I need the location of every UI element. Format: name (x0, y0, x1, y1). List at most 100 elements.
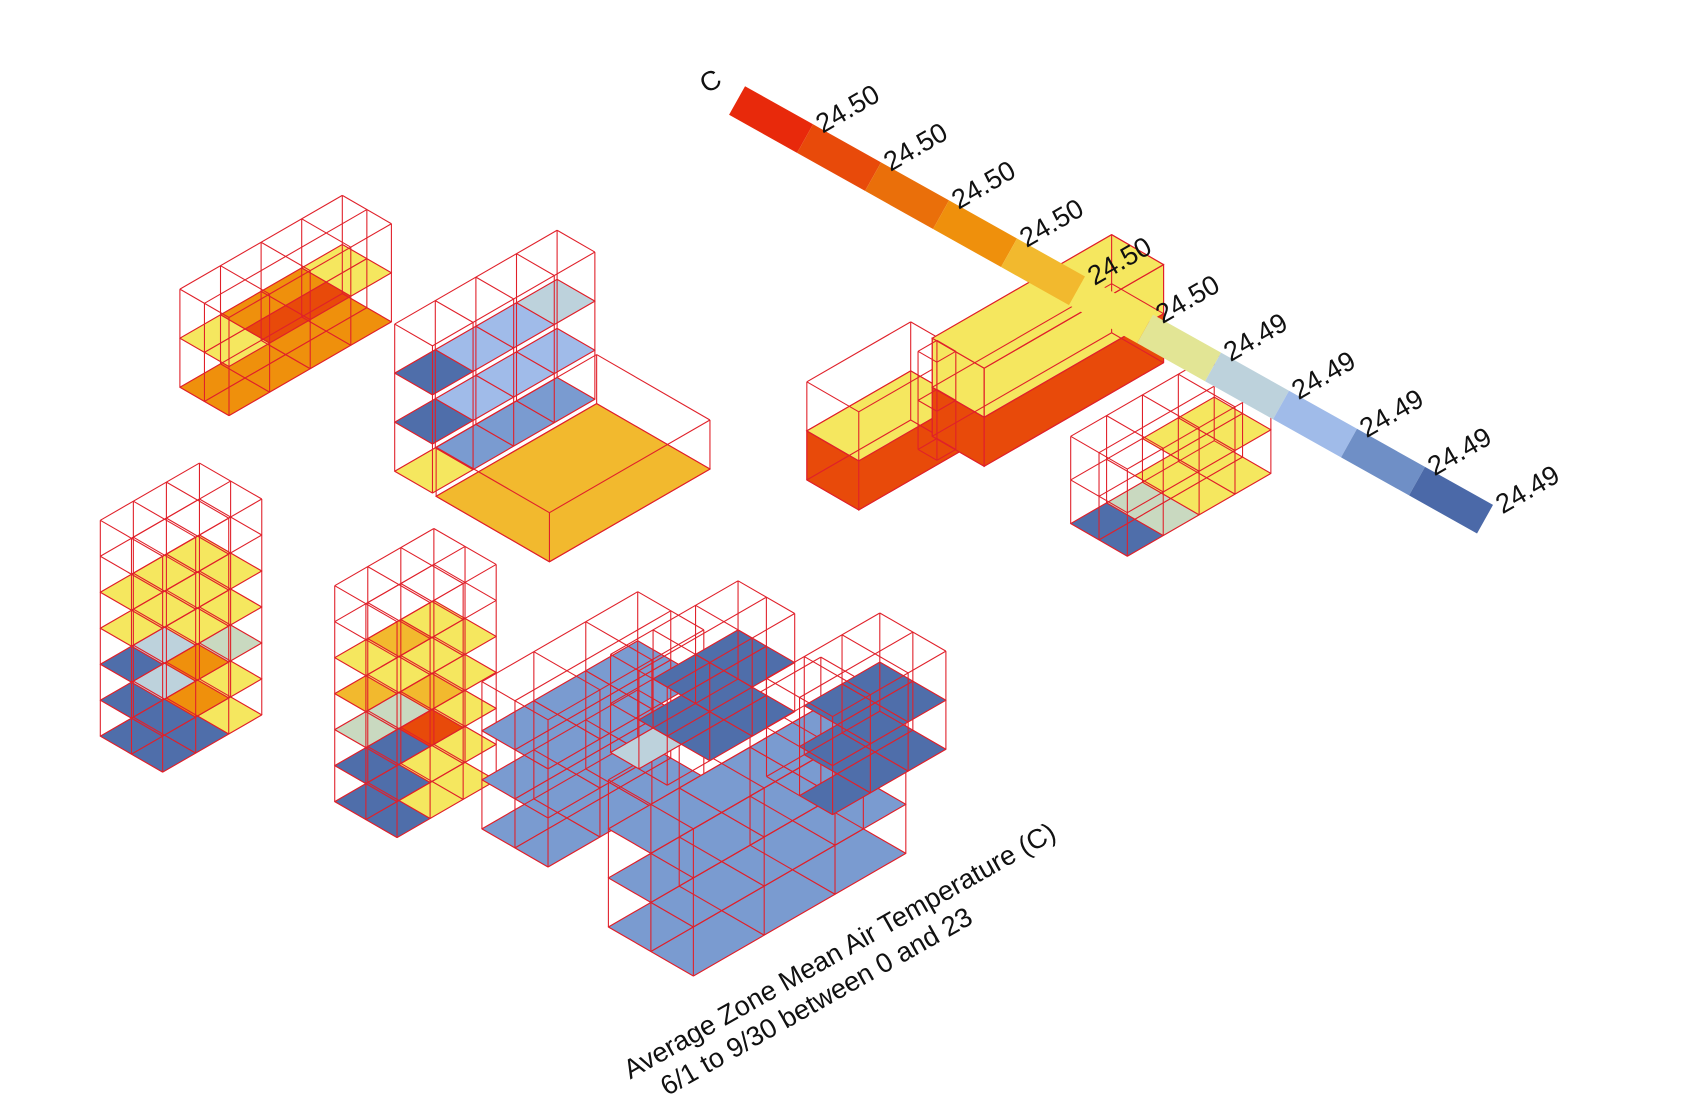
wireframe-edge (162, 678, 263, 737)
wireframe-edge (1111, 332, 1164, 364)
wireframe-edge (766, 661, 881, 728)
legend-unit: C (694, 62, 727, 99)
wireframe-edge (396, 671, 497, 731)
wireframe-edge (549, 419, 711, 514)
wireframe-edge (806, 370, 911, 432)
wireframe (435, 354, 711, 563)
wireframe-edge (516, 302, 555, 326)
wireframe-edge (1142, 481, 1200, 516)
legend-label: 24.50 (810, 78, 885, 139)
legend-label: 24.50 (1014, 192, 1089, 253)
wireframe-edge (610, 580, 739, 655)
wireframe-edge (166, 481, 229, 519)
wireframe-edge (396, 635, 497, 695)
wireframe-edge (475, 276, 514, 300)
wireframe-edge (1142, 438, 1200, 472)
wireframe-edge (556, 278, 596, 302)
wireframe-edge (983, 264, 1164, 369)
wireframe-edge (549, 468, 711, 563)
wireframe-edge (394, 323, 433, 347)
legend-swatch (1409, 466, 1494, 534)
wireframe-edge (133, 500, 196, 538)
wireframe-edge (917, 448, 938, 461)
wireframe-edge (936, 438, 957, 450)
wireframe-edge (806, 381, 860, 413)
wireframe-edge (806, 321, 911, 383)
legend-swatch (1273, 390, 1358, 458)
wireframe-edge (596, 354, 711, 421)
legend-swatch (1001, 238, 1086, 306)
wireframe-edge (766, 612, 881, 679)
building (765, 612, 947, 816)
wireframe-edge (803, 656, 871, 696)
wireframe-edge (533, 700, 601, 740)
wireframe-edge (396, 779, 497, 839)
wireframe-edge (585, 621, 653, 661)
wireframe-edge (514, 610, 672, 702)
wireframe-edge (931, 332, 1112, 437)
wireframe-edge (162, 534, 263, 593)
building (99, 462, 263, 773)
wireframe-edge (1142, 394, 1200, 429)
wireframe-edge (396, 563, 497, 623)
wireframe-edge (936, 448, 957, 461)
wireframe-edge (516, 400, 555, 424)
wireframe-edge (799, 729, 914, 797)
wireframe-edge (806, 430, 860, 462)
wireframe-edge (803, 754, 871, 794)
wireframe-edge (1070, 523, 1128, 557)
wireframe-edge (695, 604, 753, 639)
wireframe-edge (365, 545, 466, 605)
wireframe-edge (638, 596, 767, 672)
legend-swatch (865, 162, 950, 229)
legend-label: 24.49 (1422, 421, 1497, 482)
wireframe-edge (514, 757, 672, 849)
legend-swatch (1205, 352, 1290, 420)
wireframe-edge (396, 707, 497, 767)
wireframe-edge (162, 606, 263, 665)
wireframe-edge (917, 339, 938, 352)
wireframe (334, 527, 497, 839)
wireframe-edge (585, 768, 653, 808)
wireframe-edge (799, 680, 914, 748)
wireframe-edge (1178, 417, 1236, 451)
wireframe-edge (435, 349, 474, 372)
legend-swatch (1069, 276, 1154, 344)
wireframe (481, 591, 705, 868)
building (435, 354, 711, 563)
legend-label: 24.49 (1354, 383, 1429, 444)
wireframe-edge (832, 650, 947, 718)
legend-label: 24.50 (946, 154, 1021, 215)
wireframe-edge (481, 640, 638, 732)
wireframe-edge (1106, 502, 1164, 537)
wireframe-edge (394, 470, 433, 494)
building (393, 229, 596, 494)
wireframe-edge (475, 423, 514, 447)
wireframe-edge (514, 659, 672, 751)
wireframe (179, 194, 392, 417)
building (333, 527, 498, 839)
wireframe-edge (475, 374, 514, 398)
wireframe-edge (547, 678, 705, 770)
legend-swatch (1137, 314, 1222, 382)
wireframe-edge (481, 689, 638, 781)
wireframe-edge (638, 694, 767, 770)
wireframe-edge (936, 339, 957, 352)
wireframe-edge (514, 708, 672, 800)
wireframe-edge (1106, 415, 1164, 449)
wireframe-edge (435, 403, 597, 497)
wireframe-edge (917, 438, 938, 450)
wireframe-edge (610, 629, 739, 704)
wireframe-edge (435, 446, 550, 514)
wireframe-edge (481, 591, 638, 683)
wireframe-edge (1111, 283, 1164, 315)
wireframe-edge (394, 421, 433, 445)
wireframe-edge (931, 234, 1112, 339)
wireframe-edge (766, 710, 881, 777)
wireframe-edge (693, 852, 907, 977)
legend-label: 24.49 (1286, 344, 1361, 405)
legend-swatch (1341, 428, 1426, 496)
building (607, 656, 907, 977)
wireframe-edge (481, 738, 638, 830)
